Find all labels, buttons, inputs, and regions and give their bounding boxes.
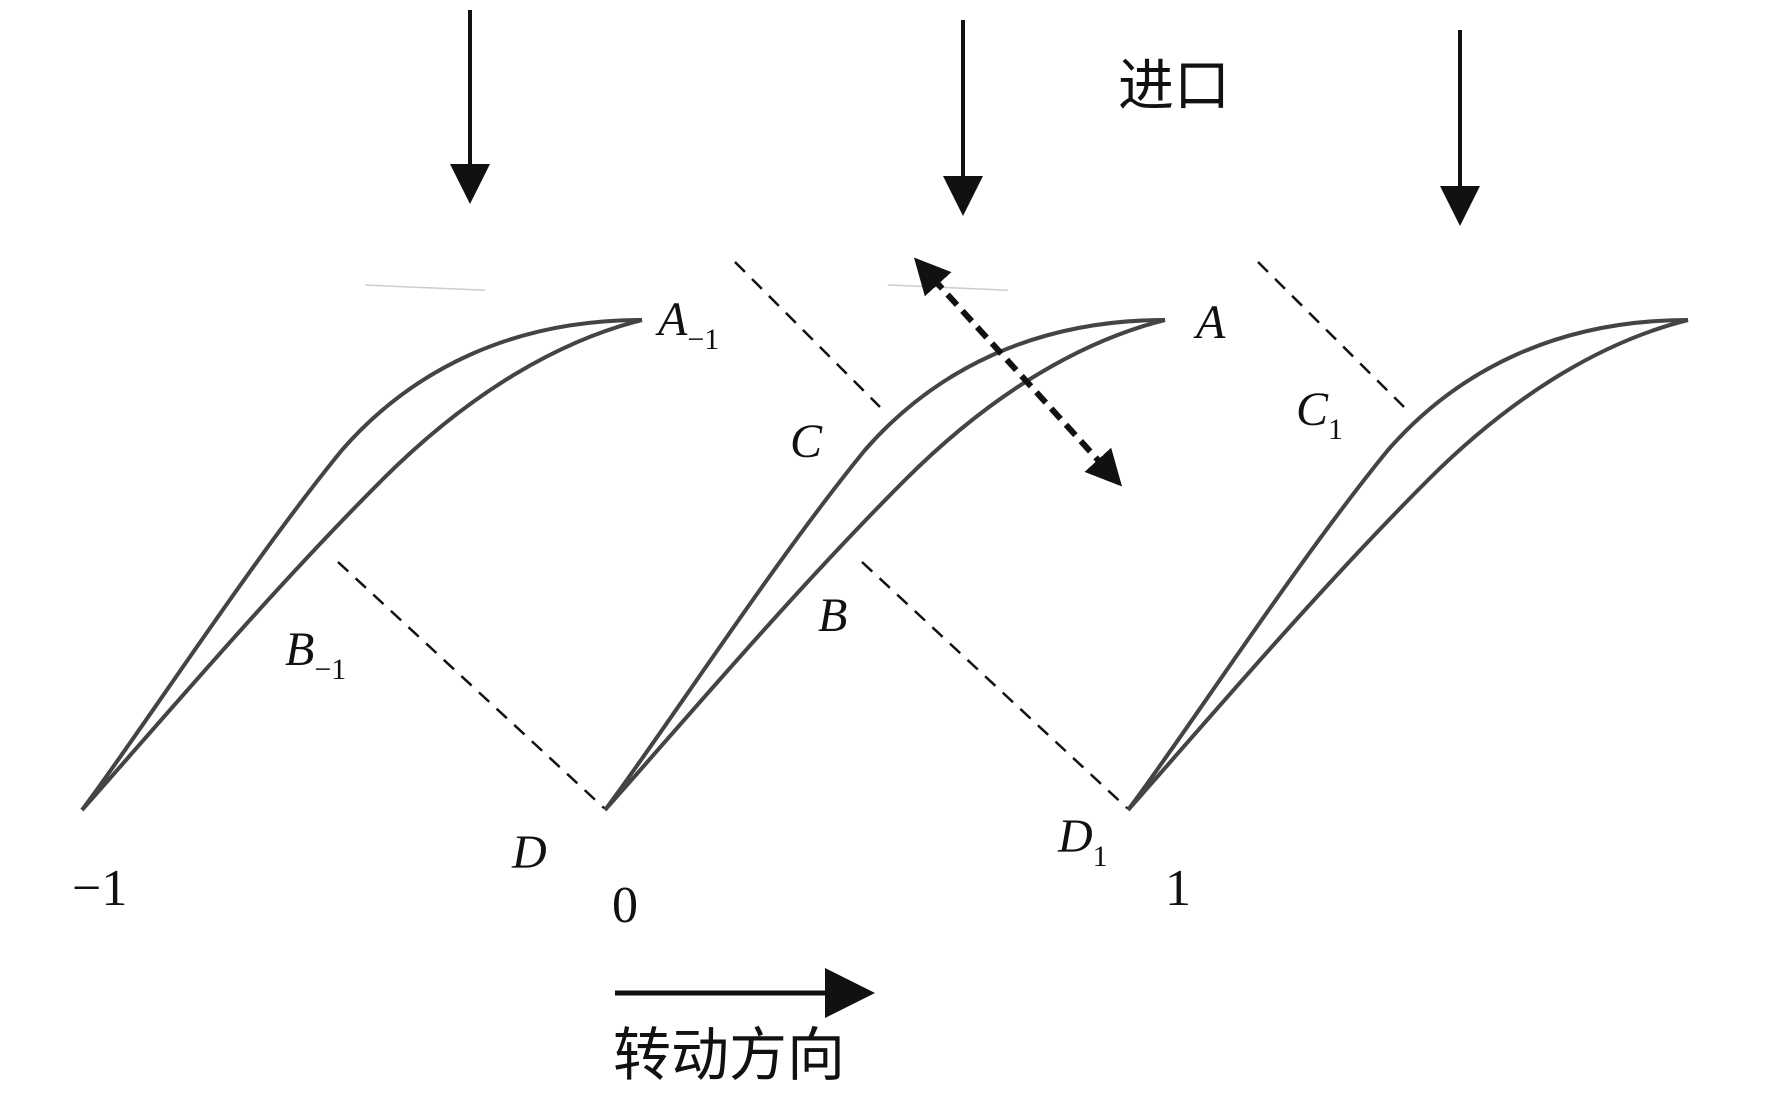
blade-number-0: 0 [612, 877, 638, 934]
inlet-label: 进口 [1118, 54, 1230, 119]
label-a-minus1: A−1 [655, 293, 719, 356]
bidirectional-arrow [913, 257, 1123, 487]
label-c: C [790, 415, 823, 468]
blade-number-1: 1 [1165, 860, 1191, 917]
dashed-line-a-c1 [1257, 261, 1405, 408]
rotation-direction-label: 转动方向 [613, 1021, 845, 1089]
label-b: B [818, 589, 847, 642]
blade-number-minus1: −1 [72, 860, 127, 917]
dashed-line-b-minus1-d [337, 561, 605, 809]
label-b-minus1: B−1 [285, 623, 346, 686]
label-c1: C1 [1296, 383, 1343, 446]
blade-minus1 [0, 283, 644, 812]
label-d: D [511, 826, 547, 879]
dashed-line-a-minus1-c [734, 261, 881, 408]
label-d1: D1 [1057, 810, 1108, 873]
dashed-line-b-d1 [861, 561, 1128, 809]
label-a: A [1193, 296, 1226, 349]
